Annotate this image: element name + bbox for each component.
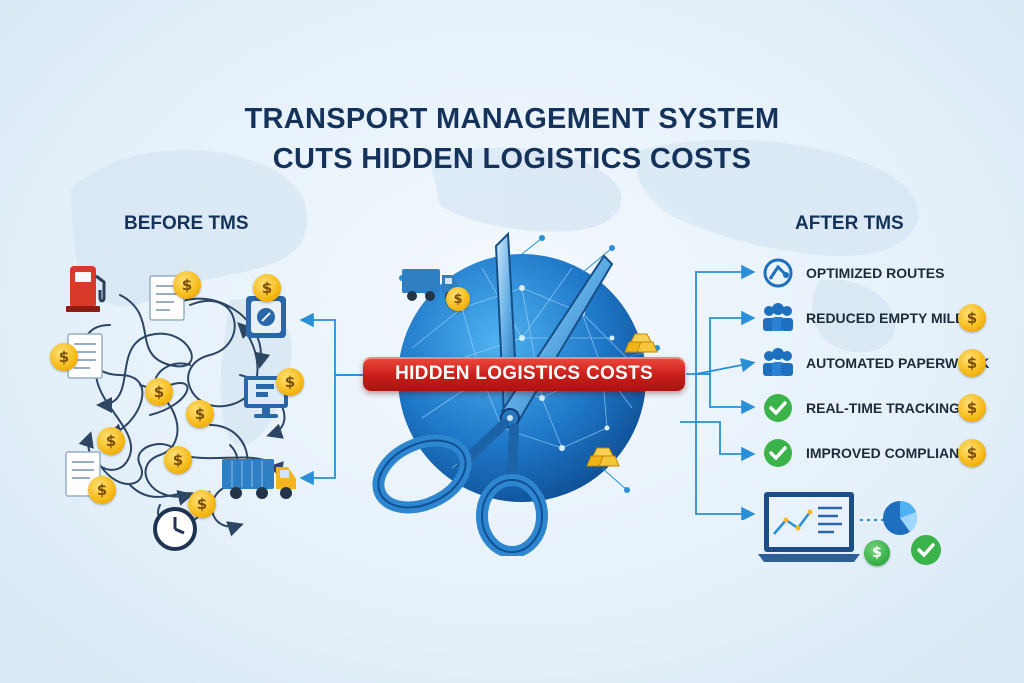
pie-chart-icon [883, 500, 918, 535]
benefit-label: OPTIMIZED ROUTES [806, 265, 945, 281]
scissors-icon [372, 231, 614, 556]
benefit-reduced-empty-miles: REDUCED EMPTY MILES [760, 300, 974, 336]
coin-icon: $ [253, 274, 281, 302]
check-icon [911, 535, 941, 565]
team-icon [760, 345, 796, 381]
benefit-optimized-routes: OPTIMIZED ROUTES [760, 255, 944, 291]
coin-icon: $ [446, 287, 470, 311]
coin-icon: $ [958, 304, 986, 332]
safe-icon [246, 296, 286, 338]
clock-icon [153, 507, 197, 551]
laptop-dashboard-icon [758, 492, 860, 562]
benefit-label: AUTOMATED PAPERWORK [806, 355, 990, 371]
hidden-costs-banner: HIDDEN LOGISTICS COSTS [363, 357, 685, 391]
connector-arrows-left [299, 312, 365, 486]
coin-icon: $ [97, 427, 125, 455]
route-icon [760, 255, 796, 291]
coin-icon: $ [958, 349, 986, 377]
title-line-2: CUTS HIDDEN LOGISTICS COSTS [272, 143, 752, 175]
connector-arrows-right [680, 264, 756, 520]
coin-icon: $ [88, 476, 116, 504]
check-icon [760, 390, 796, 426]
coin-icon: $ [173, 271, 201, 299]
benefit-improved-compliance: IMPROVED COMPLIANCE [760, 435, 979, 471]
coin-icon: $ [164, 446, 192, 474]
gold-bars-icon [586, 447, 620, 467]
coin-icon: $ [186, 400, 214, 428]
coin-icon: $ [958, 394, 986, 422]
coin-icon: $ [958, 439, 986, 467]
coin-icon: $ [145, 378, 173, 406]
coin-icon: $ [276, 368, 304, 396]
team-icon [760, 300, 796, 336]
benefit-real-time-tracking: REAL-TIME TRACKING [760, 390, 960, 426]
after-tms-label: AFTER TMS [795, 213, 904, 234]
before-tms-label: BEFORE TMS [124, 213, 249, 234]
check-icon [760, 435, 796, 471]
gold-bars-icon [624, 333, 658, 353]
benefit-automated-paperwork: AUTOMATED PAPERWORK [760, 345, 989, 381]
coin-icon: $ [188, 490, 216, 518]
benefit-label: IMPROVED COMPLIANCE [806, 445, 979, 461]
fuel-pump-icon [66, 266, 106, 312]
document-icon [67, 333, 103, 379]
coin-icon: $ [864, 540, 890, 566]
coin-icon: $ [50, 343, 78, 371]
title-line-1: TRANSPORT MANAGEMENT SYSTEM [244, 103, 780, 135]
benefit-label: REAL-TIME TRACKING [806, 400, 960, 416]
benefit-label: REDUCED EMPTY MILES [806, 310, 974, 326]
truck-icon [222, 459, 296, 499]
